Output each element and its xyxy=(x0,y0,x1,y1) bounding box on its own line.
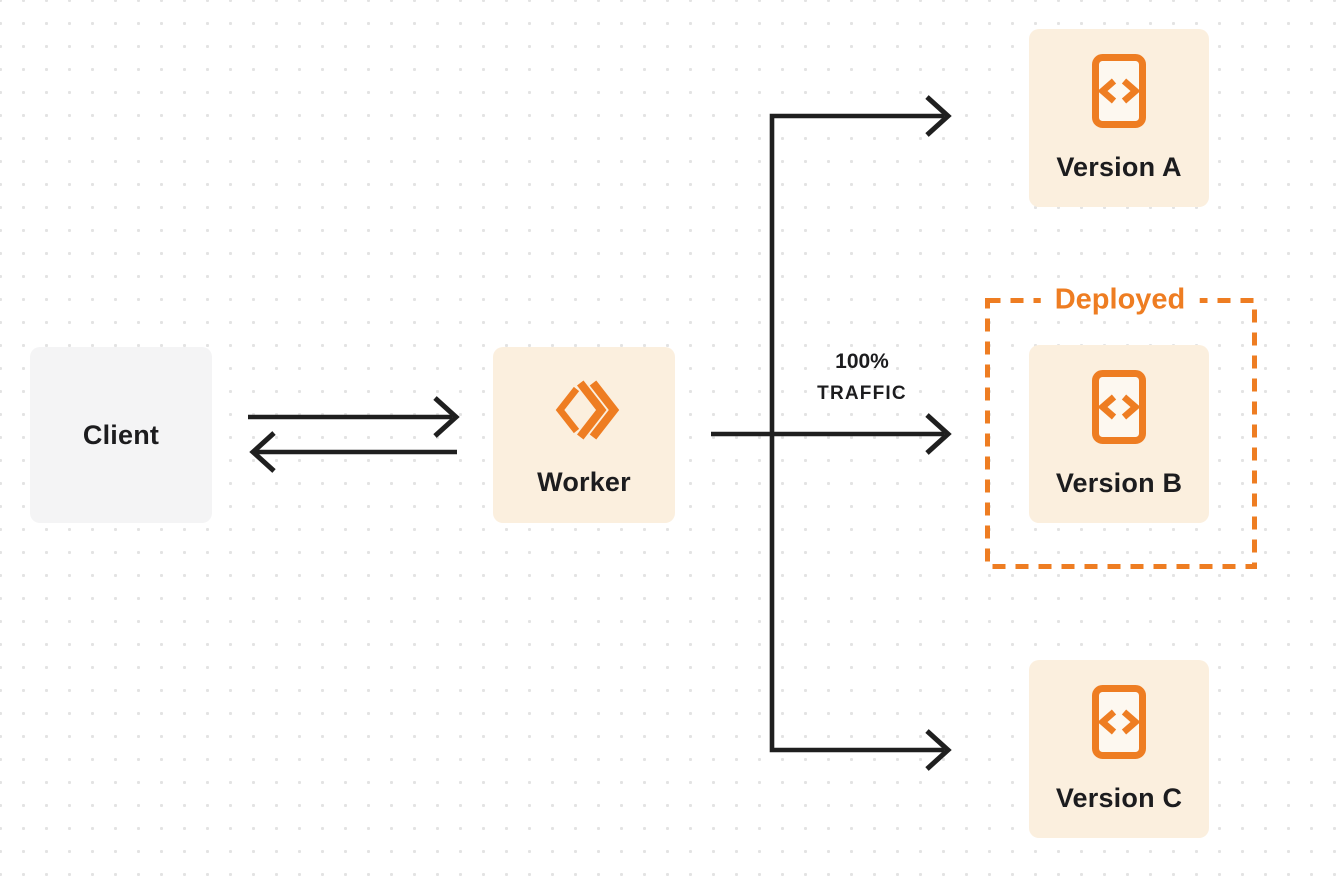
response-arrow xyxy=(249,431,457,473)
client-label: Client xyxy=(82,419,160,450)
worker-label: Worker xyxy=(537,466,631,497)
traffic-percent: 100% xyxy=(835,350,889,373)
traffic-annotation: 100% TRAFFIC xyxy=(776,350,948,406)
workers-chevrons-icon xyxy=(555,379,620,440)
code-file-icon xyxy=(1092,53,1146,128)
branch-lines xyxy=(711,95,952,771)
request-arrow xyxy=(248,396,460,438)
code-file-icon xyxy=(1092,684,1146,759)
version-b-label: Version B xyxy=(1055,467,1183,498)
traffic-word: TRAFFIC xyxy=(817,383,907,404)
worker-node: Worker xyxy=(493,347,675,523)
version-b-node: Version B xyxy=(1029,345,1209,523)
version-c-label: Version C xyxy=(1055,782,1183,813)
version-a-node: Version A xyxy=(1029,29,1209,207)
version-a-label: Version A xyxy=(1056,151,1182,182)
client-node: Client xyxy=(30,347,212,523)
version-c-node: Version C xyxy=(1029,660,1209,838)
code-file-icon xyxy=(1092,369,1146,444)
deployed-label: Deployed xyxy=(1040,281,1200,319)
